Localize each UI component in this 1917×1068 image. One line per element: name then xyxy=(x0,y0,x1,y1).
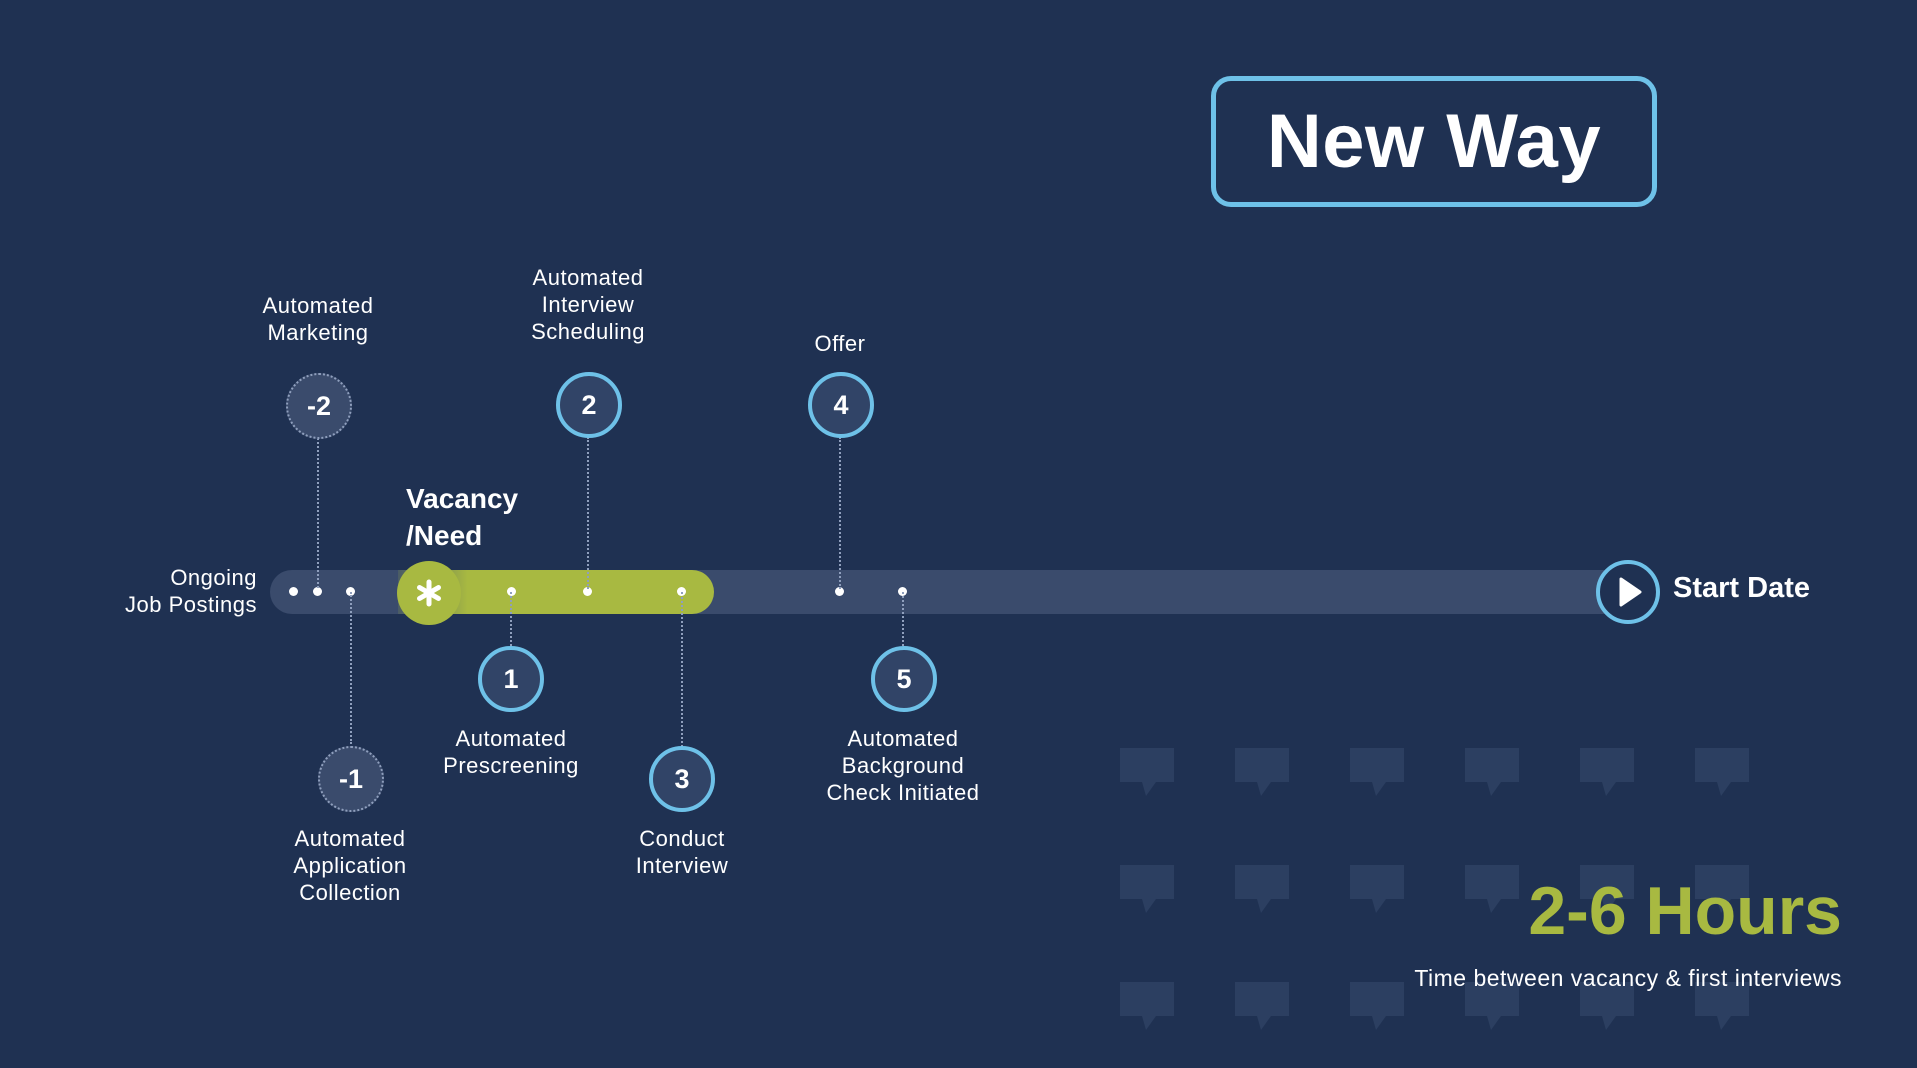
speech-bubble-pattern xyxy=(1120,748,1749,1030)
step-number: 2 xyxy=(581,389,597,420)
step-circle: 4 xyxy=(808,372,874,438)
step-label: Automated Background Check Initiated xyxy=(826,726,980,805)
speech-bubble-icon xyxy=(1350,748,1404,796)
track-dot xyxy=(346,587,355,596)
step-circle: 2 xyxy=(556,372,622,438)
step-label: Automated Application Collection xyxy=(293,826,407,905)
step-circle: 1 xyxy=(478,646,544,712)
step-number: 5 xyxy=(896,663,912,694)
step-label: Automated Prescreening xyxy=(443,726,579,778)
step-label: Offer xyxy=(814,331,866,356)
speech-bubble-icon xyxy=(1120,865,1174,913)
step-circle: 3 xyxy=(649,746,715,812)
step-circle: -1 xyxy=(318,746,384,812)
step-number: 1 xyxy=(503,663,519,694)
step-label: Automated Marketing xyxy=(262,293,374,345)
step-number: 4 xyxy=(833,389,849,420)
vacancy-label: Vacancy /Need xyxy=(406,483,519,551)
start-marker xyxy=(1596,560,1660,624)
connector-line xyxy=(839,437,841,589)
speech-bubble-icon xyxy=(1695,982,1749,1030)
page-title: New Way xyxy=(1266,99,1602,184)
track-dot xyxy=(898,587,907,596)
track-dot xyxy=(835,587,844,596)
connector-line xyxy=(902,592,904,646)
connector-line xyxy=(587,437,589,589)
duration-caption: Time between vacancy & first interviews xyxy=(1414,965,1842,991)
track-dot xyxy=(507,587,516,596)
speech-bubble-icon xyxy=(1695,865,1749,913)
connector-line xyxy=(317,438,319,588)
track-dot xyxy=(313,587,322,596)
step-label: Conduct Interview xyxy=(635,826,729,878)
speech-bubble-icon xyxy=(1465,748,1519,796)
speech-bubble-icon xyxy=(1580,748,1634,796)
connector-line xyxy=(681,592,683,747)
asterisk-icon xyxy=(417,579,441,607)
play-icon xyxy=(1619,577,1642,607)
speech-bubble-icon xyxy=(1465,865,1519,913)
connector-line xyxy=(510,592,512,646)
speech-bubble-icon xyxy=(1235,748,1289,796)
step-number: -1 xyxy=(338,763,363,794)
track-dot xyxy=(289,587,298,596)
speech-bubble-icon xyxy=(1695,748,1749,796)
track-dot xyxy=(583,587,592,596)
duration-value: 2-6 Hours xyxy=(1528,873,1842,949)
step-number: 3 xyxy=(674,763,690,794)
speech-bubble-icon xyxy=(1120,748,1174,796)
vacancy-marker xyxy=(397,561,461,625)
speech-bubble-icon xyxy=(1350,982,1404,1030)
step-number: -2 xyxy=(306,390,331,421)
speech-bubble-icon xyxy=(1235,982,1289,1030)
title-box: New Way xyxy=(1211,76,1657,207)
speech-bubble-icon xyxy=(1580,982,1634,1030)
speech-bubble-icon xyxy=(1235,865,1289,913)
speech-bubble-icon xyxy=(1120,982,1174,1030)
step-label: Automated Interview Scheduling xyxy=(531,265,645,344)
step-circle: 5 xyxy=(871,646,937,712)
track-dot xyxy=(677,587,686,596)
step-circle: -2 xyxy=(286,373,352,439)
start-date-label: Start Date xyxy=(1673,572,1810,604)
ongoing-label: Ongoing Job Postings xyxy=(125,565,257,617)
connector-line xyxy=(350,592,352,744)
speech-bubble-icon xyxy=(1465,982,1519,1030)
speech-bubble-icon xyxy=(1350,865,1404,913)
speech-bubble-icon xyxy=(1580,865,1634,913)
